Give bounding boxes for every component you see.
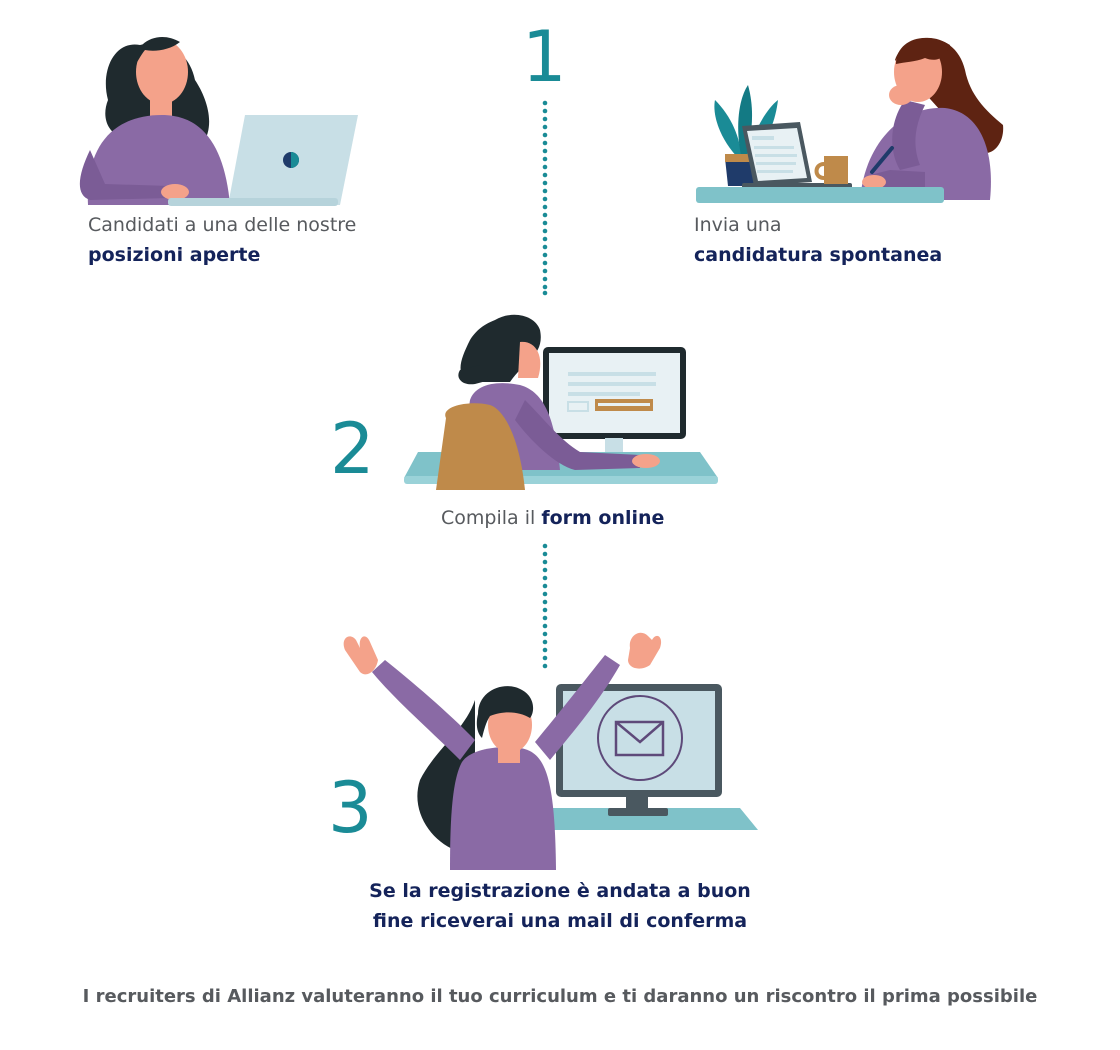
step-number-2: 2 — [330, 408, 375, 490]
connector-2-3 — [542, 543, 548, 669]
step3-caption: Se la registrazione è andata a buon fine… — [0, 876, 1120, 936]
woman-computer-form-illustration — [404, 314, 718, 490]
woman-laptop-illustration — [79, 36, 358, 206]
footer-note: I recruiters di Allianz valuteranno il t… — [82, 986, 1038, 1007]
step1-right-text: Invia una — [694, 214, 782, 236]
email-icon — [614, 720, 665, 757]
step2-caption: Compila il form online — [441, 503, 664, 533]
step1-left-text: Candidati a una delle nostre — [88, 214, 357, 236]
step1-left-caption: Candidati a una delle nostre posizioni a… — [88, 210, 356, 270]
woman-thinking-illustration — [696, 37, 1004, 203]
connector-1-2 — [542, 100, 548, 296]
step1-right-caption: Invia una candidatura spontanea — [694, 210, 942, 270]
online-form-link[interactable]: form online — [541, 507, 665, 529]
step-number-1: 1 — [522, 16, 567, 98]
woman-celebrating-illustration — [343, 632, 758, 870]
step2-text: Compila il — [441, 507, 536, 529]
step3-line1: Se la registrazione è andata a buon — [369, 880, 751, 902]
open-positions-link[interactable]: posizioni aperte — [88, 244, 261, 266]
step-number-3: 3 — [328, 767, 373, 849]
spontaneous-application-link[interactable]: candidatura spontanea — [694, 244, 943, 266]
step3-line2: fine riceverai una mail di conferma — [372, 910, 748, 932]
